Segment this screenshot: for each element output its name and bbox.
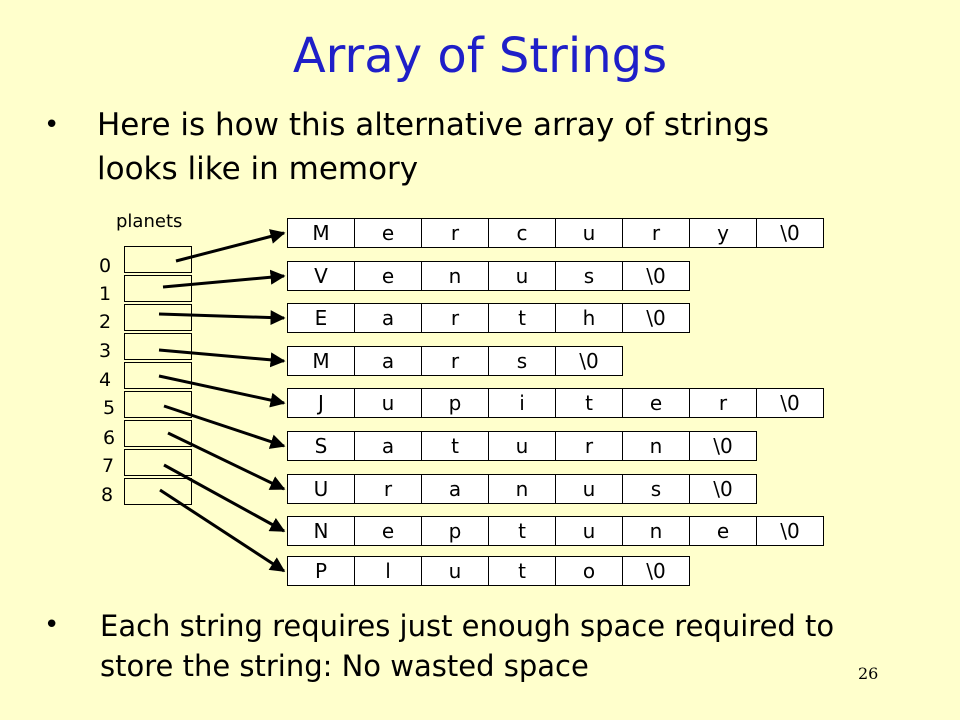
index-label: 6 <box>102 427 116 449</box>
char-cell: u <box>555 218 623 248</box>
char-cell: \0 <box>756 218 824 248</box>
char-cell: o <box>555 556 623 586</box>
char-cell: r <box>555 431 623 461</box>
char-cell: r <box>354 474 422 504</box>
pointer-arrow <box>158 310 286 326</box>
char-cell: M <box>287 346 355 376</box>
bullet-2-line-1: Each string requires just enough space r… <box>100 609 835 643</box>
pointer-arrow <box>158 348 286 368</box>
char-cell: \0 <box>622 556 690 586</box>
char-cell: n <box>622 431 690 461</box>
char-cell: e <box>354 516 422 546</box>
bullet-1: Here is how this alternative array of st… <box>97 103 769 191</box>
pointer-cell <box>124 391 192 418</box>
char-cell: n <box>421 261 489 291</box>
bullet-2: Each string requires just enough space r… <box>100 606 834 686</box>
char-cell: V <box>287 261 355 291</box>
pointer-arrow <box>167 431 286 491</box>
char-cell: c <box>488 218 556 248</box>
char-cell: n <box>622 516 690 546</box>
pointer-arrow <box>175 229 286 263</box>
pointer-arrow <box>163 404 286 449</box>
page-number: 26 <box>858 664 879 683</box>
char-cell: e <box>354 261 422 291</box>
char-cell: \0 <box>756 388 824 418</box>
pointer-cell <box>124 275 192 302</box>
char-cell: r <box>421 346 489 376</box>
char-cell: \0 <box>622 303 690 333</box>
char-cell: r <box>421 218 489 248</box>
char-cell: u <box>555 474 623 504</box>
slide-title: Array of Strings <box>292 28 668 84</box>
char-cell: u <box>354 388 422 418</box>
index-label: 0 <box>98 255 112 277</box>
char-cell: p <box>421 388 489 418</box>
bullet-2-line-2: store the string: No wasted space <box>100 649 589 683</box>
char-cell: r <box>421 303 489 333</box>
char-cell: t <box>555 388 623 418</box>
pointer-arrow <box>158 374 286 408</box>
char-cell: r <box>622 218 690 248</box>
pointer-cell <box>124 333 192 360</box>
char-cell: \0 <box>555 346 623 376</box>
pointer-cell <box>124 362 192 389</box>
array-name-label: planets <box>116 211 183 232</box>
char-cell: e <box>354 218 422 248</box>
bullet-marker-2: • <box>44 610 60 640</box>
char-cell: a <box>354 431 422 461</box>
pointer-cell <box>124 478 192 505</box>
char-cell: M <box>287 218 355 248</box>
index-label: 8 <box>100 484 114 506</box>
char-cell: n <box>488 474 556 504</box>
index-label: 4 <box>98 369 112 391</box>
pointer-arrow <box>159 488 286 573</box>
char-cell: e <box>622 388 690 418</box>
char-cell: s <box>622 474 690 504</box>
bullet-1-line-1: Here is how this alternative array of st… <box>97 107 769 143</box>
char-cell: e <box>689 516 757 546</box>
char-cell: u <box>421 556 489 586</box>
index-label: 3 <box>98 340 112 362</box>
pointer-arrow <box>162 269 286 289</box>
index-label: 7 <box>101 455 115 477</box>
index-label: 1 <box>98 283 112 305</box>
index-label: 5 <box>102 397 116 419</box>
char-cell: J <box>287 388 355 418</box>
char-cell: y <box>689 218 757 248</box>
char-cell: u <box>488 261 556 291</box>
pointer-cell <box>124 449 192 476</box>
pointer-cell <box>124 420 192 447</box>
char-cell: \0 <box>689 431 757 461</box>
pointer-cell <box>124 304 192 331</box>
bullet-1-line-2: looks like in memory <box>97 151 419 187</box>
index-label: 2 <box>98 311 112 333</box>
char-cell: h <box>555 303 623 333</box>
char-cell: t <box>488 556 556 586</box>
char-cell: p <box>421 516 489 546</box>
char-cell: s <box>488 346 556 376</box>
bullet-marker-1: • <box>44 110 60 140</box>
char-cell: u <box>555 516 623 546</box>
char-cell: t <box>488 303 556 333</box>
char-cell: \0 <box>756 516 824 546</box>
char-cell: t <box>421 431 489 461</box>
char-cell: s <box>555 261 623 291</box>
char-cell: a <box>421 474 489 504</box>
char-cell: \0 <box>689 474 757 504</box>
char-cell: \0 <box>622 261 690 291</box>
char-cell: N <box>287 516 355 546</box>
char-cell: t <box>488 516 556 546</box>
pointer-arrow <box>163 463 286 533</box>
char-cell: r <box>689 388 757 418</box>
